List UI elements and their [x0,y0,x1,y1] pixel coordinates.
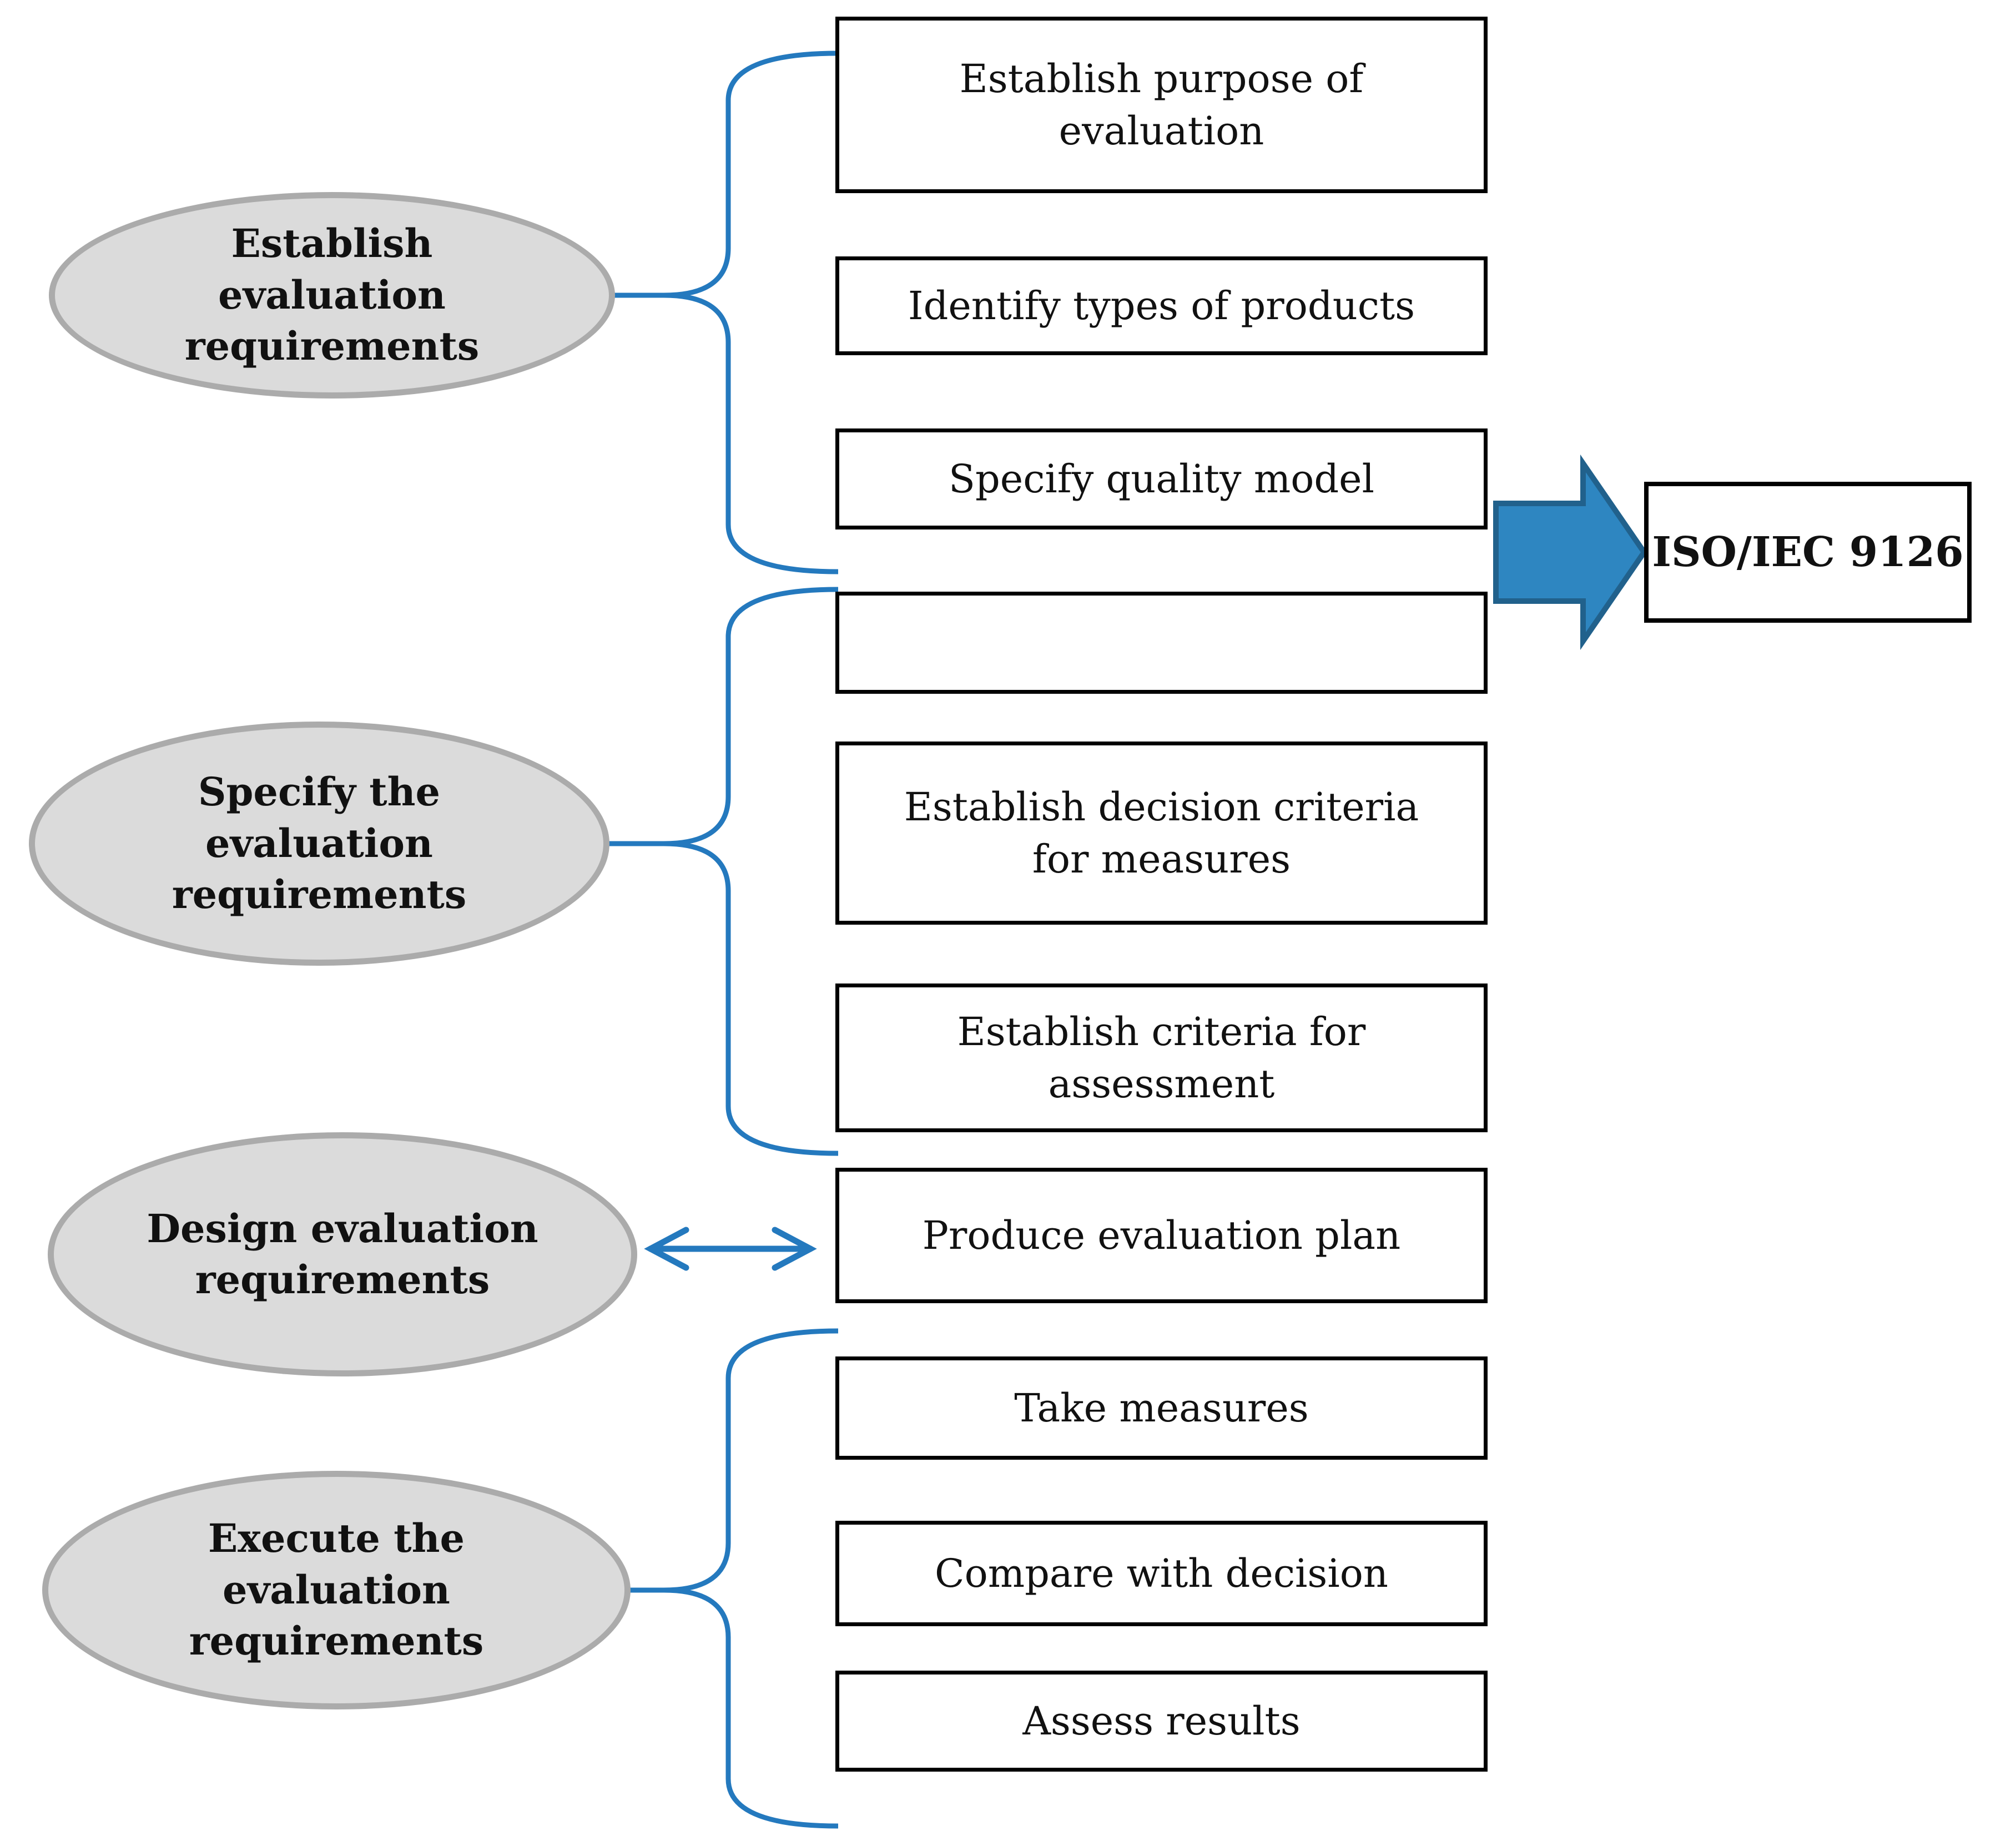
activity-establish-decision-criteria-for-measures: Establish decision criteria for measures [835,742,1488,925]
reference-label: ISO/IEC 9126 [1652,528,1964,576]
brace-specify-group [663,587,839,1156]
activity-label: Identify types of products [908,283,1415,329]
activity-label: Specify quality model [949,456,1374,502]
stage-execute-evaluation-requirements: Execute the evaluation requirements [42,1471,631,1709]
activity-label: Establish decision criteria for measures [904,784,1419,882]
activity-label: Take measures [1014,1385,1309,1431]
brace-establish-group [663,51,839,574]
double-arrow-icon [644,1227,817,1271]
activity-establish-purpose-of-evaluation: Establish purpose of evaluation [835,17,1488,193]
stage-label: Execute the evaluation requirements [189,1515,484,1665]
stage-design-evaluation-requirements: Design evaluation requirements [48,1132,637,1376]
brace-execute-group [663,1328,839,1829]
activity-label: Produce evaluation plan [922,1212,1401,1258]
block-arrow-icon [1493,454,1648,650]
activity-empty-box [835,592,1488,694]
activity-assess-results: Assess results [835,1671,1488,1772]
activity-identify-types-of-products: Identify types of products [835,256,1488,355]
stage-label: Establish evaluation requirements [184,220,480,370]
activity-produce-evaluation-plan: Produce evaluation plan [835,1168,1488,1303]
activity-establish-criteria-for-assessment: Establish criteria for assessment [835,983,1488,1132]
activity-specify-quality-model: Specify quality model [835,428,1488,529]
stage-label: Specify the evaluation requirements [172,769,467,918]
activity-label: Establish criteria for assessment [957,1008,1366,1107]
stage-specify-evaluation-requirements: Specify the evaluation requirements [29,722,609,966]
activity-label: Assess results [1022,1698,1301,1744]
activity-take-measures: Take measures [835,1356,1488,1460]
activity-compare-with-decision: Compare with decision [835,1521,1488,1626]
stage-establish-evaluation-requirements: Establish evaluation requirements [49,192,615,399]
activity-label: Compare with decision [935,1550,1388,1596]
stage-label: Design evaluation requirements [147,1205,538,1303]
activity-label: Establish purpose of evaluation [959,56,1364,154]
reference-iso-iec-9126: ISO/IEC 9126 [1644,482,1972,623]
